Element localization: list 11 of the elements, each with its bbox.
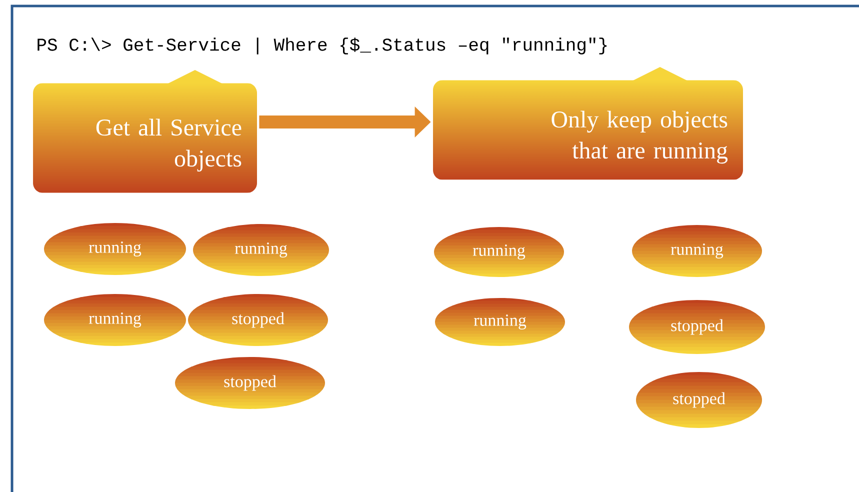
node-label: running xyxy=(88,312,142,328)
callout-box: Only keep objects that are running xyxy=(433,67,743,180)
node-label: stopped xyxy=(671,319,724,335)
command-text: PS C:\> Get-Service | Where {$_.Status –eq "running"} xyxy=(38,38,607,54)
node-label: running xyxy=(474,314,526,330)
node-label: stopped xyxy=(224,375,276,391)
node-label: stopped xyxy=(232,312,284,328)
node-label: stopped xyxy=(673,392,726,408)
callout-box: Get all Service objects xyxy=(33,70,257,193)
node-label: running xyxy=(670,244,724,258)
node-label: running xyxy=(88,242,142,256)
